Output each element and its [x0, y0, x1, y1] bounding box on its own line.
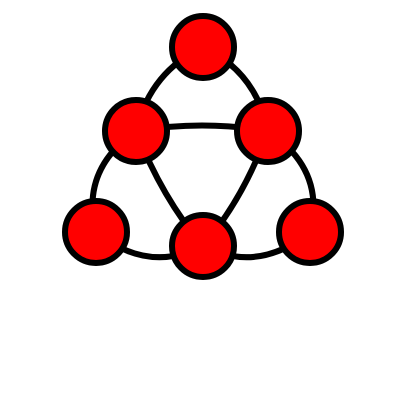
nodes-layer — [62, 13, 344, 280]
node-lower-left — [62, 198, 130, 266]
node-bottom-center — [169, 212, 237, 280]
node-upper-left — [102, 97, 170, 165]
node-top — [169, 13, 237, 81]
node-upper-right — [234, 97, 302, 165]
node-lower-right — [276, 198, 344, 266]
